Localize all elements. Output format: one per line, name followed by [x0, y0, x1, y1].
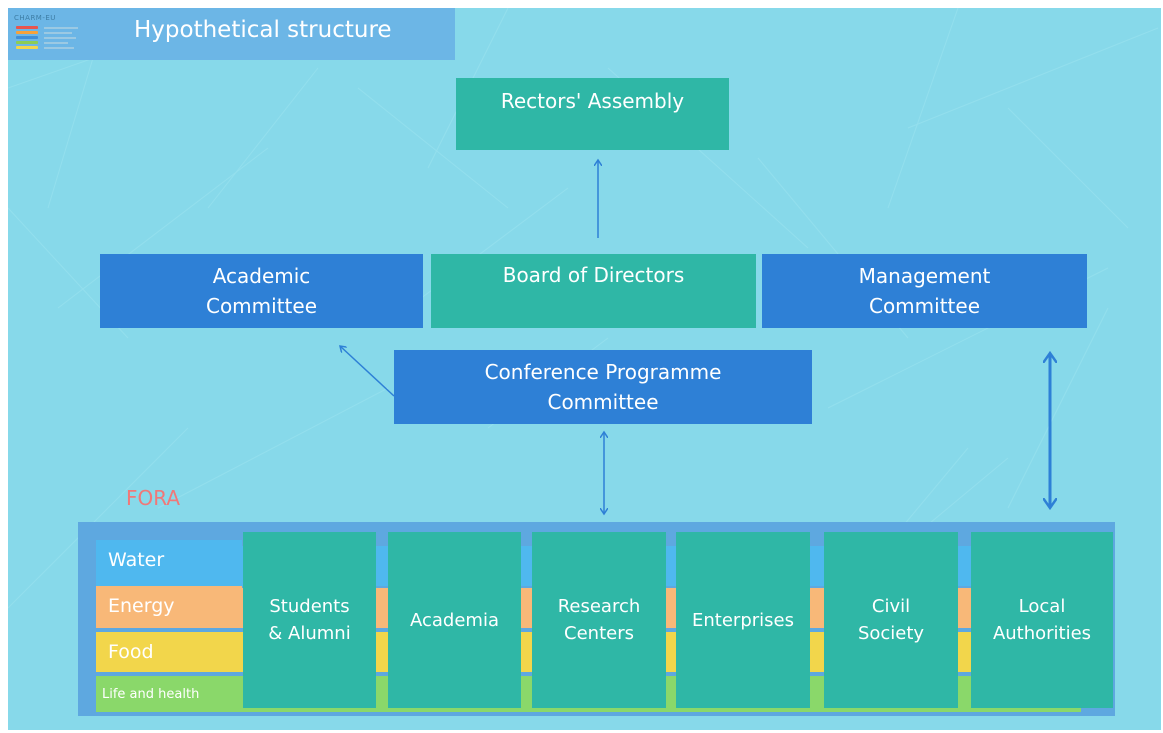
stakeholder-students-alumni: Students & Alumni	[243, 532, 376, 708]
stakeholder-local-authorities: Local Authorities	[971, 532, 1113, 708]
stakeholder-label: Students & Alumni	[268, 596, 351, 644]
logo-text: CHARM-EU	[14, 14, 56, 22]
conference-programme-committee-box: Conference Programme Committee	[394, 350, 812, 424]
academic-committee-box: Academic Committee	[100, 254, 423, 328]
theme-energy: Energy	[96, 586, 242, 626]
theme-food-label: Food	[108, 641, 154, 663]
theme-life-health-label: Life and health	[102, 686, 200, 702]
management-committee-box: Management Committee	[762, 254, 1087, 328]
stakeholder-academia: Academia	[388, 532, 521, 708]
stakeholder-label: Academia	[410, 609, 499, 631]
stakeholder-label: Local Authorities	[992, 596, 1092, 644]
stakeholder-enterprises: Enterprises	[676, 532, 810, 708]
board-of-directors-label: Board of Directors	[502, 263, 685, 287]
fora-label: FORA	[126, 486, 181, 510]
stakeholder-label: Civil Society	[857, 596, 925, 644]
stakeholder-research-centers: Research Centers	[532, 532, 666, 708]
board-of-directors-box: Board of Directors	[431, 254, 756, 328]
theme-food: Food	[96, 632, 242, 672]
management-committee-label: Management Committee	[858, 264, 991, 318]
conference-programme-committee-label: Conference Programme Committee	[484, 360, 722, 414]
page-title: Hypothetical structure	[134, 17, 392, 43]
theme-water: Water	[96, 540, 242, 580]
academic-committee-label: Academic Committee	[205, 264, 317, 318]
rectors-assembly-label: Rectors' Assembly	[500, 89, 685, 113]
rectors-assembly-box: Rectors' Assembly	[456, 78, 729, 150]
stakeholder-label: Enterprises	[692, 609, 794, 631]
diagram-canvas: CHARM-EU Hypothetical structure Rectors'…	[8, 8, 1161, 730]
theme-water-label: Water	[108, 549, 165, 571]
stakeholder-label: Research Centers	[557, 596, 641, 644]
charm-eu-logo: CHARM-EU	[14, 14, 94, 56]
stakeholder-civil-society: Civil Society	[824, 532, 958, 708]
title-bar: CHARM-EU Hypothetical structure	[8, 8, 455, 60]
theme-energy-label: Energy	[108, 595, 175, 617]
theme-life-health: Life and health	[96, 676, 242, 712]
